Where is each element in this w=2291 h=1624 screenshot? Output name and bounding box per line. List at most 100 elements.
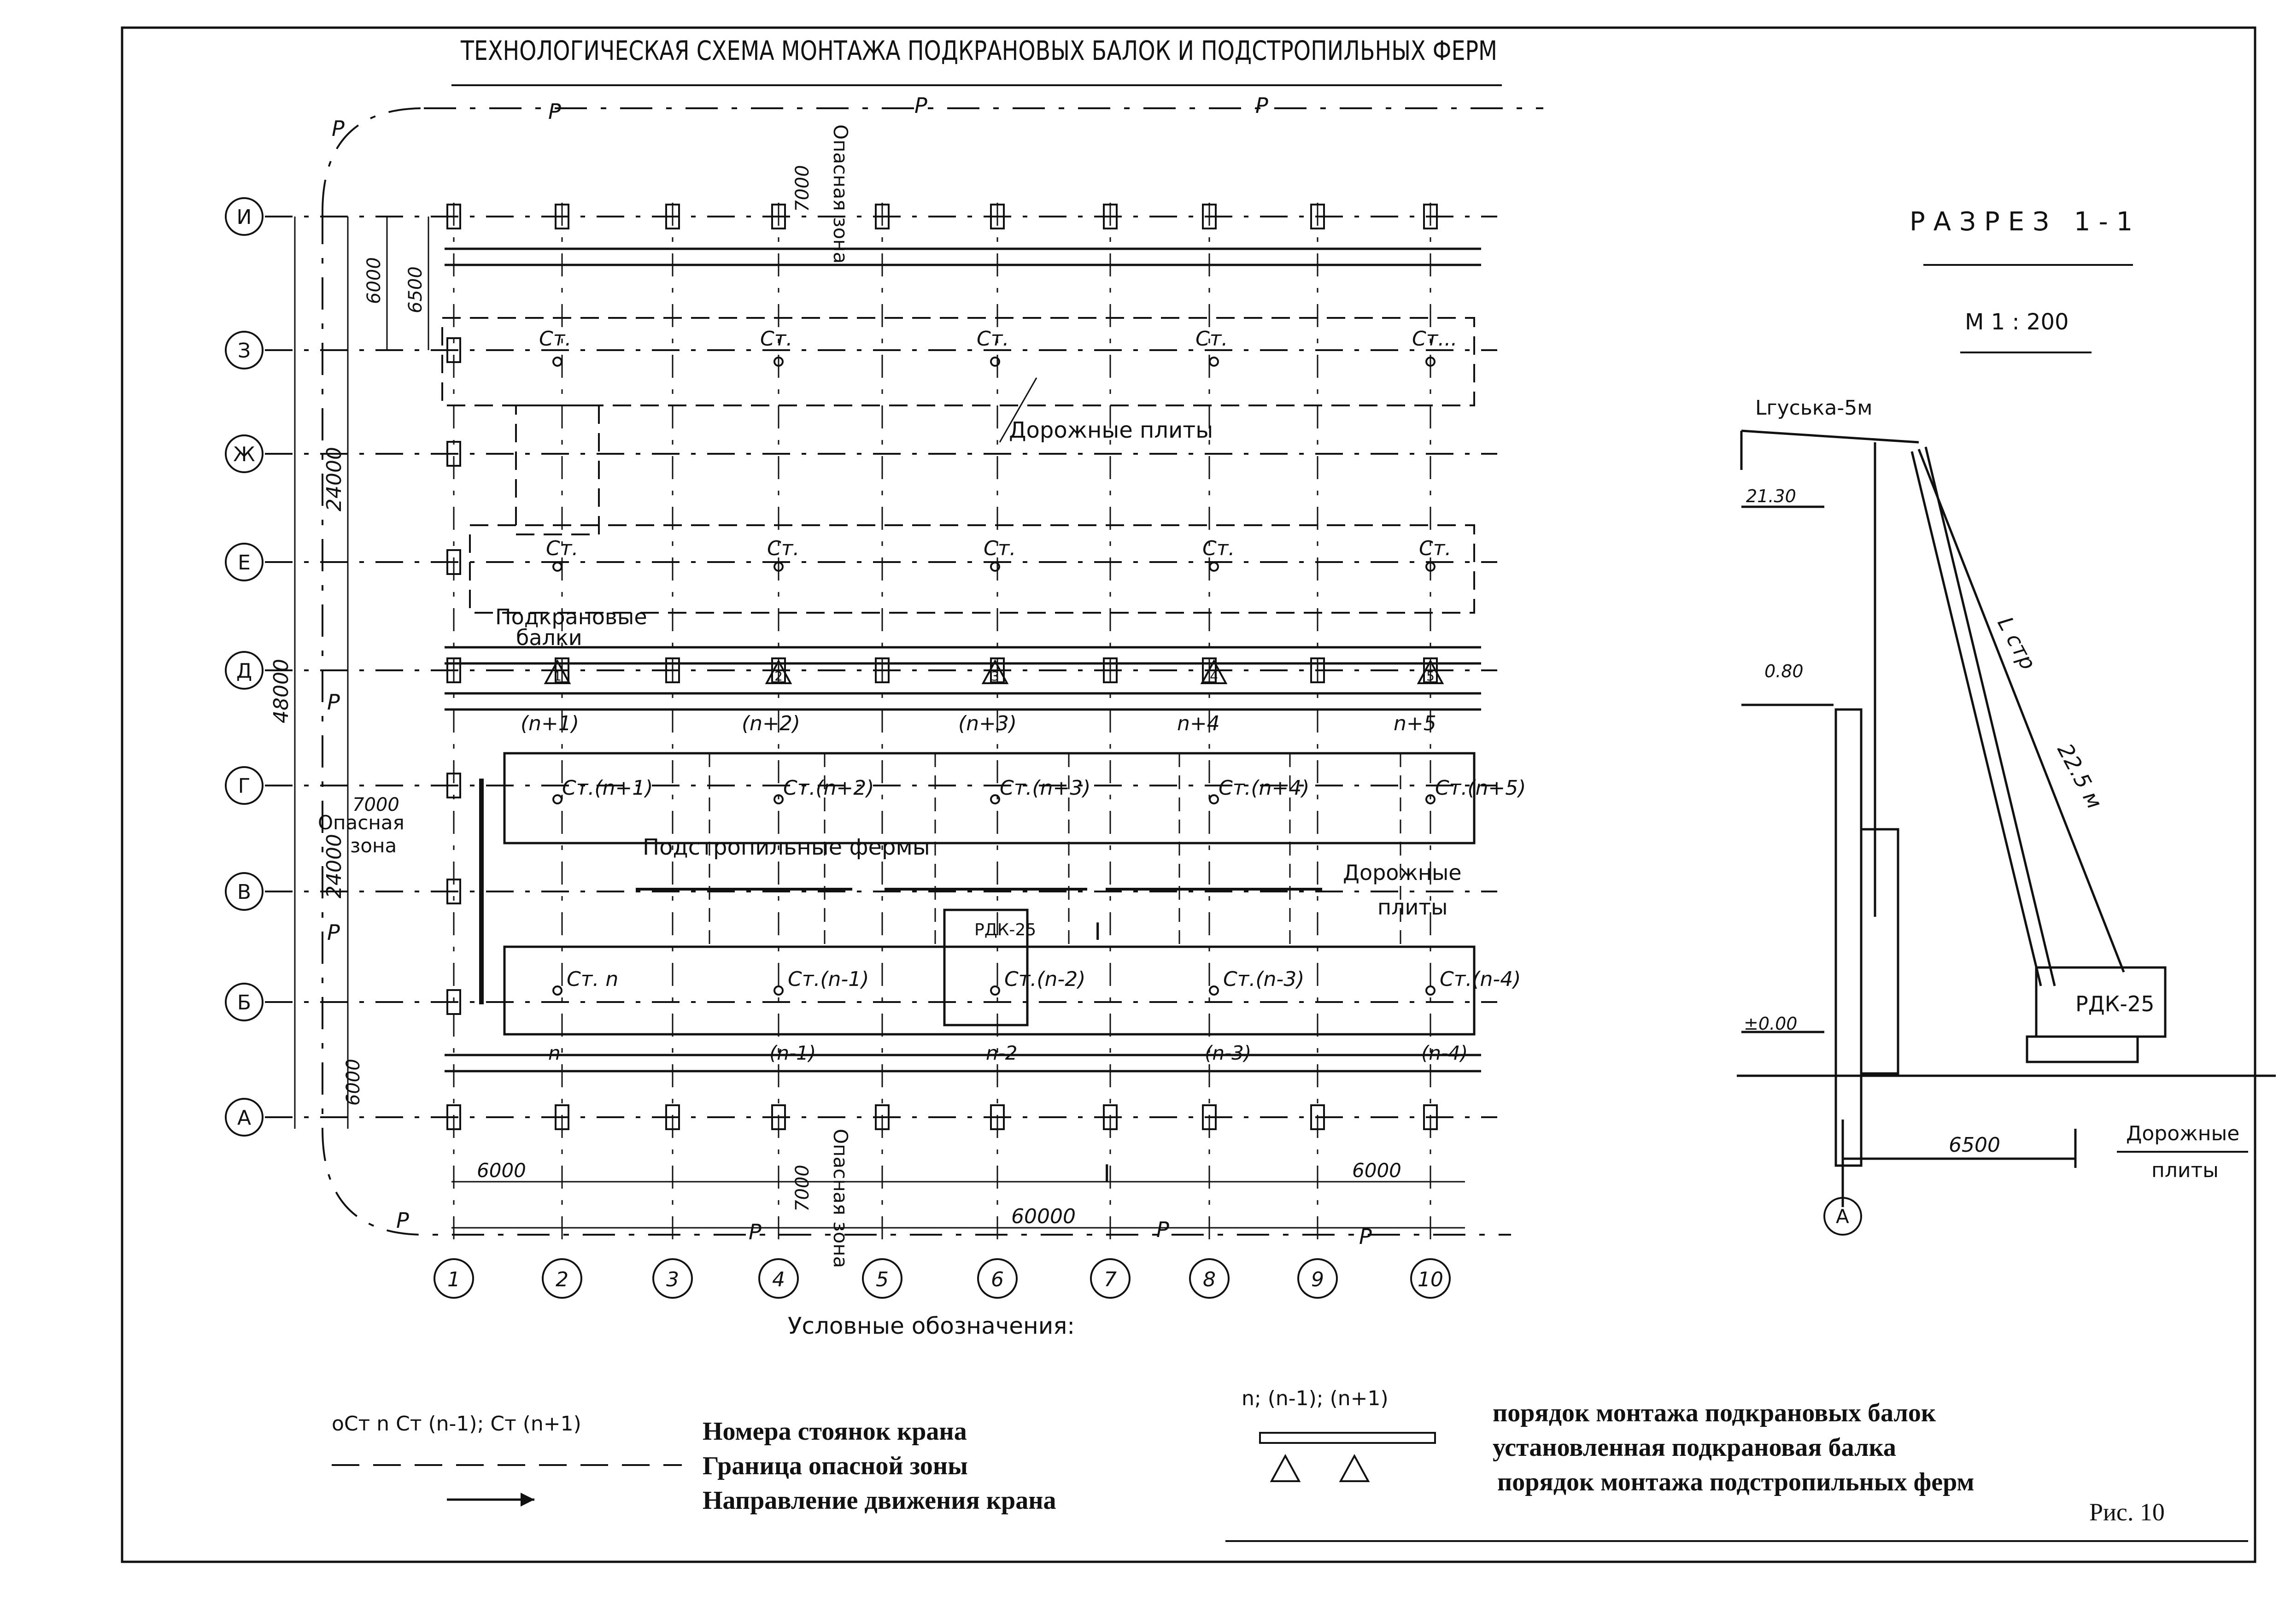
column-marker <box>446 204 461 229</box>
zone-mark: Р <box>327 920 340 945</box>
column-marker <box>875 204 890 229</box>
zone-mark: Р <box>327 690 340 715</box>
danger-zone-label: Опасная зона <box>829 1129 852 1268</box>
station-point <box>1425 357 1436 367</box>
column-axis-label: 3 <box>666 1268 679 1291</box>
station-point <box>990 794 1000 804</box>
section-mark: I <box>1094 918 1101 946</box>
beam-order-label: (n-4) <box>1421 1042 1468 1064</box>
station-point <box>552 985 562 996</box>
column-marker <box>446 773 461 798</box>
legend-direction: Направление движения крана <box>703 1486 1056 1515</box>
dim-6000: 6000 <box>343 1059 364 1106</box>
truss-order-triangle <box>981 659 1009 684</box>
station-label: Ст. <box>760 327 792 351</box>
row-axis-label: А <box>237 1106 251 1130</box>
column-marker <box>446 549 461 575</box>
legend-heading: Условные обозначения: <box>788 1313 1075 1339</box>
row-axis-label: В <box>237 880 251 904</box>
danger-zone-label: зона <box>350 834 397 857</box>
station-label: Ст. <box>546 537 578 560</box>
truss-order-symbol <box>1270 1454 1370 1482</box>
column-axis-bubble <box>1297 1258 1338 1299</box>
column-marker <box>1423 1104 1438 1130</box>
station-point <box>1209 794 1219 804</box>
station-label: Ст. <box>539 327 571 351</box>
truss-order-number: 1 <box>553 668 562 684</box>
station-label: Ст... <box>1412 327 1457 351</box>
dim-7000: 7000 <box>792 1165 813 1212</box>
station-point <box>552 794 562 804</box>
column-axis-bubble <box>1189 1258 1230 1299</box>
station-label: Ст.(n-2) <box>1004 967 1085 991</box>
column-marker <box>446 989 461 1015</box>
column-axis-label: 1 <box>447 1268 460 1291</box>
boom-label: L стр <box>1992 613 2041 674</box>
row-axis-bubble <box>225 1098 264 1137</box>
station-point <box>990 562 1000 572</box>
dim-6500: 6500 <box>1949 1133 2000 1157</box>
column-marker <box>446 879 461 904</box>
beam-order-label: n-2 <box>986 1042 1018 1064</box>
section-title: РАЗРЕЗ 1-1 <box>1910 207 2141 237</box>
station-label: Ст. <box>1419 537 1451 560</box>
row-axis-label: И <box>237 205 252 229</box>
leader <box>999 377 1037 443</box>
axis-bubble <box>1823 1197 1862 1236</box>
danger-zone-boundary <box>322 107 1543 1236</box>
column-axis-label: 4 <box>772 1268 785 1291</box>
legend-symbols-stations: оСт n Ст (n-1); Ст (n+1) <box>332 1412 581 1436</box>
row-axis-bubble <box>225 543 264 581</box>
road-plates-bottom <box>503 752 1476 1036</box>
crane-tag: РДК-25 <box>974 920 1036 939</box>
dim-7000: 7000 <box>792 165 813 212</box>
axis-grid <box>265 203 1497 1244</box>
beam-order-label: (n-1) <box>769 1042 816 1064</box>
dim-7000: 7000 <box>352 794 399 815</box>
column-axis-bubble <box>542 1258 582 1299</box>
axis-label: А <box>1836 1205 1849 1228</box>
section-mark: I <box>1103 1160 1110 1188</box>
column-axis-label: 8 <box>1203 1268 1216 1291</box>
row-axis-bubble <box>225 434 264 473</box>
road-plates-label: Дорожные <box>2126 1122 2239 1145</box>
column-marker <box>555 1104 569 1130</box>
dim-6500: 6500 <box>405 266 426 313</box>
dim-24000: 24000 <box>322 834 346 898</box>
jib-label: Lгуська-5м <box>1755 396 1872 420</box>
road-plates-right-label: плиты <box>1377 895 1448 920</box>
station-point <box>990 985 1000 996</box>
row-axis-label: Ж <box>233 443 255 466</box>
section-scale: М 1 : 200 <box>1965 309 2069 335</box>
row-axis-bubble <box>225 766 264 805</box>
column-marker <box>1202 1104 1217 1130</box>
beam-order-label: n+5 <box>1394 712 1436 735</box>
row-axis-label: Б <box>237 991 251 1014</box>
figure-number: Рис. 10 <box>2089 1498 2165 1526</box>
column-axis-label: 9 <box>1311 1268 1324 1291</box>
column-axis-label: 6 <box>991 1268 1004 1291</box>
row-axis-label: Г <box>238 774 251 798</box>
truss-order-number: 3 <box>991 668 999 684</box>
dim-6000: 6000 <box>1352 1159 1401 1182</box>
column-marker <box>446 657 461 683</box>
dim-6000: 6000 <box>477 1159 526 1182</box>
column-axis-bubble <box>758 1258 799 1299</box>
station-label: Ст. <box>1202 537 1235 560</box>
column-marker <box>1310 657 1325 683</box>
station-point <box>1425 985 1436 996</box>
station-point <box>1425 562 1436 572</box>
beam-order-label: (n+3) <box>958 712 1017 735</box>
station-label: Ст.(n+4) <box>1219 776 1309 800</box>
road-plates-label: Дорожные плиты <box>1009 417 1213 443</box>
zone-mark: Р <box>1156 1217 1169 1242</box>
beam-order-label: (n+2) <box>742 712 800 735</box>
column-marker <box>665 1104 680 1130</box>
station-point <box>773 562 784 572</box>
legend-installed-beam: установленная подкрановая балка <box>1493 1433 1896 1462</box>
station-label: Ст.(n+2) <box>783 776 874 800</box>
truss-order-number: 4 <box>1210 668 1218 684</box>
row-axis-label: З <box>238 339 251 363</box>
